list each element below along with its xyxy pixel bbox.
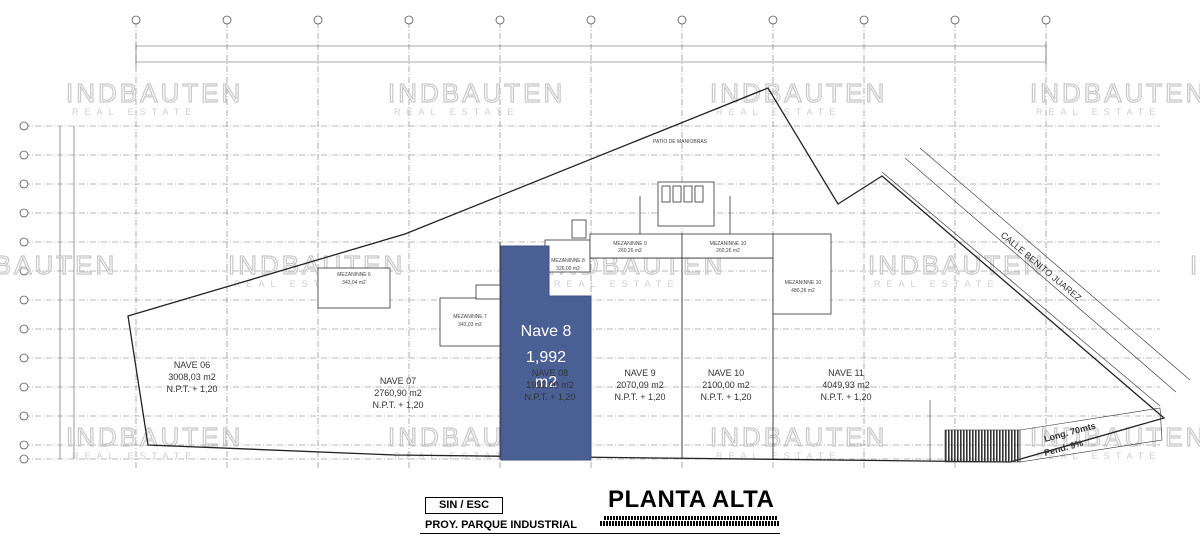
svg-text:INDBAUTEN: INDBAUTEN xyxy=(0,250,117,280)
street-edge xyxy=(904,147,1191,393)
scale-box: SIN / ESC xyxy=(425,497,503,514)
svg-text:REAL ESTATE: REAL ESTATE xyxy=(874,279,999,289)
nave-06-name: NAVE 06 xyxy=(174,360,210,370)
nave-11-level: N.P.T. + 1,20 xyxy=(820,392,871,402)
grid-column-markers xyxy=(131,15,1051,25)
svg-text:260,26 m2: 260,26 m2 xyxy=(618,248,642,254)
svg-text:343,04 m2: 343,04 m2 xyxy=(342,280,366,286)
mezzanine-boxes xyxy=(317,233,832,347)
nave-11-name: NAVE 11 xyxy=(828,368,864,378)
grid-row-markers xyxy=(19,121,29,464)
svg-text:REAL ESTATE: REAL ESTATE xyxy=(72,451,197,461)
nave-10-level: N.P.T. + 1,20 xyxy=(700,392,751,402)
svg-text:REAL ESTATE: REAL ESTATE xyxy=(716,451,841,461)
dock-equipment xyxy=(475,181,731,300)
svg-text:480,26 m2: 480,26 m2 xyxy=(791,288,815,294)
nave-09-area: 2070,09 m2 xyxy=(616,380,664,390)
nave-labels: NAVE 06 3008,03 m2 N.P.T. + 1,20 NAVE 07… xyxy=(166,360,871,410)
svg-text:MEZANINNE 9: MEZANINNE 9 xyxy=(613,241,647,247)
site-boundary xyxy=(127,87,1166,463)
project-name: PROY. PARQUE INDUSTRIAL xyxy=(425,519,577,531)
nave-07-name: NAVE 07 xyxy=(380,376,416,386)
svg-text:MEZANINNE 6: MEZANINNE 6 xyxy=(337,272,371,278)
svg-text:MEZANINNE 10: MEZANINNE 10 xyxy=(710,241,747,247)
nave-07-area: 2760,90 m2 xyxy=(374,388,422,398)
site-boundary-inner xyxy=(881,171,1161,407)
title-underline xyxy=(604,516,778,520)
svg-text:INDBAUTEN: INDBAUTEN xyxy=(710,422,887,452)
svg-text:INDBAUTEN: INDBAUTEN xyxy=(868,250,1045,280)
svg-text:REAL ESTATE: REAL ESTATE xyxy=(72,107,197,117)
nave-09-name: NAVE 9 xyxy=(624,368,655,378)
nave-8-highlight-label: Nave 8 1,992 m2 xyxy=(521,323,572,391)
watermarks: INDBAUTEN REAL ESTATE INDBAUTEN REAL EST… xyxy=(0,77,1200,461)
svg-text:260,26 m2: 260,26 m2 xyxy=(716,248,740,254)
nave-09-level: N.P.T. + 1,20 xyxy=(614,392,665,402)
svg-text:REAL ESTATE: REAL ESTATE xyxy=(716,107,841,117)
svg-text:MEZANINNE 7: MEZANINNE 7 xyxy=(453,314,487,320)
nave-08-level: N.P.T. + 1,20 xyxy=(524,392,575,402)
svg-text:m2: m2 xyxy=(535,374,557,391)
nave-11-area: 4049,93 m2 xyxy=(822,380,870,390)
svg-text:INDBAUTEN: INDBAUTEN xyxy=(388,78,565,108)
nave-07-level: N.P.T. + 1,20 xyxy=(372,400,423,410)
dimension-lines xyxy=(59,42,1047,459)
nave-06-area: 3008,03 m2 xyxy=(168,372,216,382)
svg-text:MEZANINNE 8: MEZANINNE 8 xyxy=(551,258,585,264)
svg-text:INDBAUTEN: INDBAUTEN xyxy=(1030,78,1200,108)
svg-text:REAL ESTATE: REAL ESTATE xyxy=(1036,107,1161,117)
title-block-border xyxy=(420,533,780,534)
nave-10-area: 2100,00 m2 xyxy=(702,380,750,390)
svg-text:343,03 m2: 343,03 m2 xyxy=(458,322,482,328)
svg-text:MEZANINNE 10: MEZANINNE 10 xyxy=(785,280,822,286)
mezzanine-labels: MEZANINNE 6 343,04 m2 MEZANINNE 7 343,03… xyxy=(337,139,821,328)
svg-text:INDBAUTEN: INDBAUTEN xyxy=(66,78,243,108)
svg-text:REAL ESTATE: REAL ESTATE xyxy=(234,279,359,289)
svg-text:Nave 8: Nave 8 xyxy=(521,323,572,340)
svg-text:326,00 m2: 326,00 m2 xyxy=(556,266,580,272)
plan-title: PLANTA ALTA xyxy=(608,486,775,513)
grid-rows xyxy=(24,125,1160,460)
svg-text:INDBAUTEN: INDBAUTEN xyxy=(1190,250,1200,280)
ramp xyxy=(929,400,1163,463)
svg-text:1,992: 1,992 xyxy=(526,349,566,366)
project-underline xyxy=(600,521,780,526)
svg-text:INDBAUTEN: INDBAUTEN xyxy=(710,78,887,108)
nave-08-area: 1992,00 m2 xyxy=(526,380,574,390)
nave-10-name: NAVE 10 xyxy=(708,368,744,378)
nave-08-name: NAVE 08 xyxy=(532,368,568,378)
nave-06-level: N.P.T. + 1,20 xyxy=(166,384,217,394)
svg-text:REAL ESTATE: REAL ESTATE xyxy=(394,107,519,117)
svg-text:REAL ESTATE: REAL ESTATE xyxy=(1036,451,1161,461)
nave-8-highlight[interactable] xyxy=(500,245,592,461)
yard-label: PATIO DE MANIOBRAS xyxy=(653,139,708,145)
svg-text:REAL ESTATE: REAL ESTATE xyxy=(554,279,679,289)
